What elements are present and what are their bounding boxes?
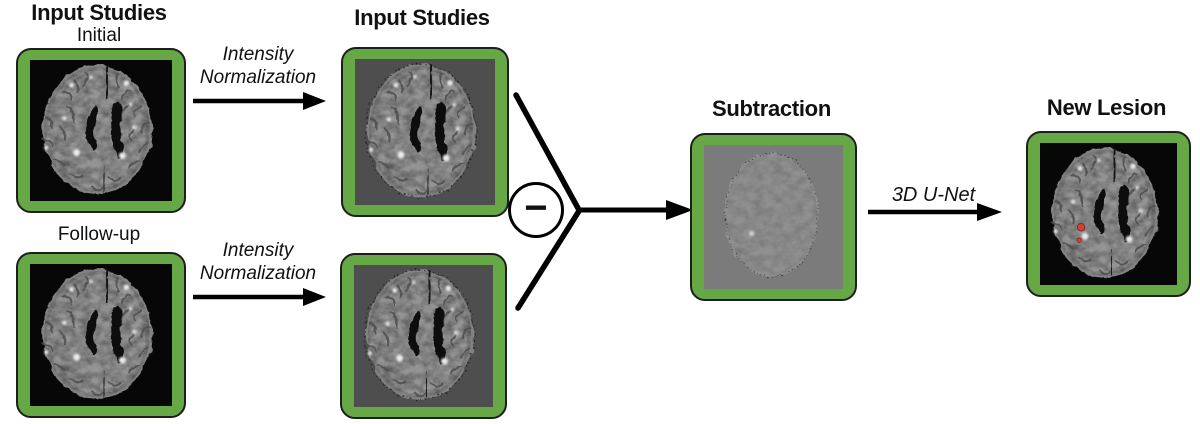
normalized-studies-title: Input Studies xyxy=(354,5,490,30)
new-lesion-image xyxy=(1040,143,1177,285)
subtraction-scan-frame xyxy=(690,133,857,301)
input-studies-title: Input Studies xyxy=(31,0,167,25)
unet-label: 3D U-Net xyxy=(891,184,976,206)
arrowhead-intensity-bottom xyxy=(303,288,326,306)
normalization-word-bottom: Normalization xyxy=(199,263,317,284)
followup-scan-frame xyxy=(16,252,186,418)
new-lesion-title: New Lesion xyxy=(1046,95,1167,120)
intensity-word-bottom: Intensity xyxy=(222,240,294,261)
arrowhead-to-subtraction xyxy=(666,200,693,220)
normalization-word-top: Normalization xyxy=(199,67,317,88)
arrowhead-intensity-top xyxy=(303,92,326,110)
intensity-normalization-label-bottom: Intensity Normalization xyxy=(183,239,333,285)
intensity-normalization-label-top: Intensity Normalization xyxy=(183,43,333,89)
initial-label: Initial xyxy=(76,25,122,46)
normalized-followup-frame xyxy=(340,253,507,419)
subtraction-scan-image xyxy=(704,145,843,289)
new-lesion-frame xyxy=(1026,131,1191,297)
minus-icon: − xyxy=(524,186,548,230)
initial-scan-image xyxy=(30,60,172,201)
followup-label: Follow-up xyxy=(57,224,141,245)
initial-scan-frame xyxy=(16,48,186,213)
normalized-initial-frame xyxy=(341,47,509,217)
subtraction-title: Subtraction xyxy=(712,96,831,121)
intensity-word-top: Intensity xyxy=(222,44,294,65)
followup-scan-image xyxy=(30,264,172,406)
subtraction-operator: − xyxy=(508,182,564,238)
normalized-followup-image xyxy=(354,265,493,407)
normalized-initial-image xyxy=(355,59,495,205)
